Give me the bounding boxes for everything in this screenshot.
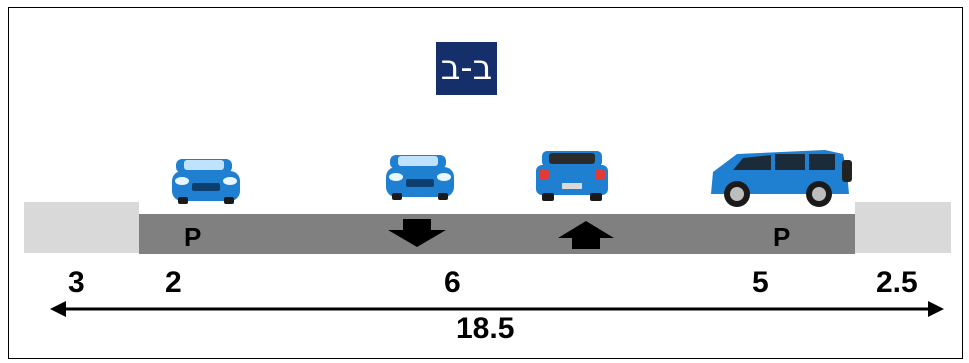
total-width-arrow	[50, 301, 944, 317]
right-sidewalk-width: 2.5	[876, 266, 918, 299]
right-sidewalk	[855, 202, 951, 253]
left-sidewalk-width: 3	[68, 266, 85, 299]
total-width-label: 18.5	[456, 312, 515, 345]
left-parking-width: 2	[165, 266, 182, 299]
right-parking-label: P	[773, 222, 791, 252]
arrow-up-icon	[558, 221, 614, 249]
car-rear-icon	[536, 151, 608, 201]
car-front-icon	[386, 155, 454, 200]
travel-lanes-width: 6	[444, 266, 461, 299]
roadway	[139, 214, 855, 254]
left-sidewalk	[24, 202, 139, 253]
car-front-icon	[172, 159, 240, 204]
left-parking-label: P	[184, 222, 202, 252]
diagram-frame	[8, 7, 963, 359]
right-parking-width: 5	[752, 266, 769, 299]
suv-side-icon	[711, 150, 852, 207]
arrow-down-icon	[388, 219, 446, 247]
section-title: ב-ב	[436, 42, 497, 95]
